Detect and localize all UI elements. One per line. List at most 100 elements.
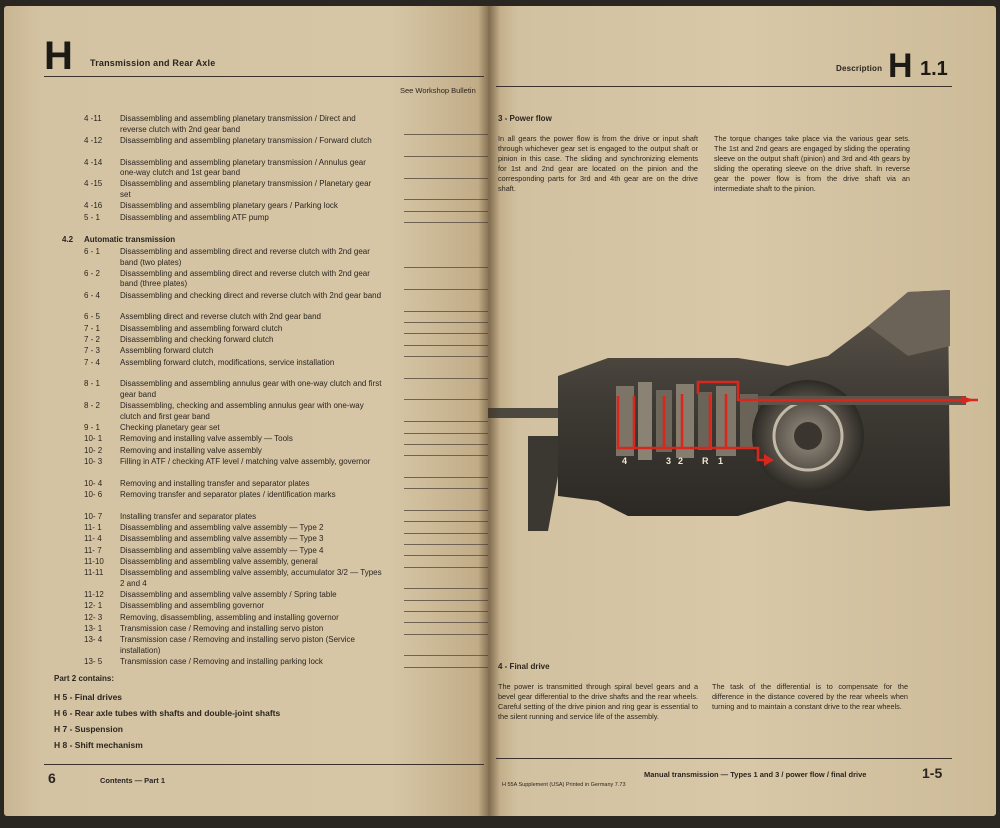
toc-row-title: Checking planetary gear set — [120, 423, 220, 432]
section-42-title: Automatic transmission — [84, 235, 176, 244]
toc-row-number: 4 -12 — [84, 135, 103, 145]
toc-row-title: Assembling direct and reverse clutch wit… — [120, 312, 321, 322]
toc-row-number: 6 - 4 — [84, 290, 101, 300]
case-nose — [868, 290, 950, 356]
part2-title: Part 2 contains: — [54, 674, 115, 683]
bulletin-line — [404, 432, 488, 434]
right-footer-page: 1-5 — [922, 765, 943, 781]
toc-row-number: 6 - 1 — [84, 247, 101, 256]
toc-row: 13- 1 Transmission case / Removing and in… — [84, 624, 384, 635]
bulletin-line — [404, 488, 488, 490]
toc-row-number: 7 - 1 — [84, 323, 101, 333]
bulletin-line — [404, 421, 488, 423]
bulletin-line — [404, 344, 488, 346]
toc-row-number: 13- 1 — [84, 624, 103, 633]
toc-row-number: 11-11 — [84, 568, 104, 578]
power-flow-arrow-out — [764, 454, 774, 466]
bulletin-line — [404, 588, 488, 590]
toc-row-title: Installing transfer and separator plates — [120, 511, 257, 521]
toc-row-title: Removing and installing valve assembly — [120, 445, 262, 455]
left-footer-rule — [44, 764, 484, 765]
bulletin-line — [404, 321, 488, 323]
bulletin-line — [404, 555, 488, 557]
bulletin-line — [404, 655, 488, 657]
toc-row-number: 10- 1 — [84, 434, 103, 444]
bulletin-line — [404, 155, 488, 157]
bulletin-line — [404, 532, 488, 534]
power-flow-path — [616, 380, 978, 462]
toc-row-title: Disassembling and assembling valve assem… — [120, 590, 337, 600]
toc-row-number: 8 - 2 — [84, 401, 101, 411]
differential-hub — [794, 422, 822, 450]
toc-row-number: 11- 4 — [84, 534, 102, 544]
power-flow-text-col1: In all gears the power flow is from the … — [498, 134, 698, 193]
bulletin-line — [404, 222, 488, 223]
toc-row-title: Disassembling and assembling valve assem… — [120, 523, 324, 533]
left-section-title: Transmission and Rear Axle — [90, 58, 216, 68]
part2-item: H 8 - Shift mechanism — [54, 740, 143, 750]
toc-row-number: 5 - 1 — [84, 212, 101, 222]
toc-row-title: Disassembling and assembling valve assem… — [120, 545, 324, 555]
power-flow-arrow-in — [962, 396, 974, 404]
toc-row-number: 9 - 1 — [84, 423, 101, 432]
toc-row-number: 7 - 2 — [84, 335, 101, 344]
bulletin-line — [404, 199, 488, 201]
gear-label-3: 3 — [666, 456, 671, 466]
toc-row: 7 - 2 Disassembling and checking forward … — [84, 335, 384, 346]
toc-row-title: Assembling forward clutch — [120, 346, 214, 356]
toc-row-title: Disassembling and assembling annulus gea… — [120, 379, 382, 399]
toc-row-number: 7 - 4 — [84, 357, 101, 367]
part2-item: H 7 - Suspension — [54, 724, 123, 734]
toc-row-title: Disassembling and assembling ATF pump — [120, 212, 269, 222]
section-42-number: 4.2 — [62, 235, 74, 244]
toc-row-title: Filling in ATF / checking ATF level / ma… — [120, 456, 371, 466]
toc-row-title: Transmission case / Removing and install… — [120, 624, 324, 633]
workshop-bulletin-note: See Workshop Bulletin — [400, 86, 476, 95]
gear-label-2: 2 — [678, 456, 683, 466]
left-footer-label: Contents — Part 1 — [100, 776, 166, 785]
bulletin-line — [404, 566, 488, 568]
toc-row-number: 6 - 2 — [84, 268, 101, 278]
right-header-rule — [496, 86, 952, 87]
toc-row-title: Disassembling and checking forward clutc… — [120, 335, 274, 344]
left-footer-page: 6 — [48, 770, 56, 786]
gear-stack — [616, 382, 758, 460]
right-footer-label: Manual transmission — Types 1 and 3 / po… — [644, 770, 867, 779]
input-shaft — [488, 408, 558, 418]
toc-row-title: Disassembling and checking direct and re… — [120, 290, 382, 300]
right-section-letter: H — [888, 47, 913, 85]
bulletin-line — [404, 543, 488, 545]
power-flow-title: 3 - Power flow — [498, 114, 552, 123]
toc-row-title: Disassembling and assembling planetary t… — [120, 157, 366, 178]
toc-row: 5 - 1 Disassembling and assembling ATF pu… — [84, 213, 384, 224]
toc-row: 6 - 4 Disassembling and checking direct a… — [84, 291, 384, 312]
bulletin-line — [404, 666, 488, 668]
bulletin-line — [404, 267, 488, 268]
toc-row-number: 4 -14 — [84, 157, 103, 167]
gear-label-r: R — [702, 456, 709, 466]
toc-row-title: Removing and installing transfer and sep… — [120, 478, 310, 488]
toc-row-title: Disassembling and assembling planetary g… — [120, 201, 338, 211]
final-drive-text-col1: The power is transmitted through spiral … — [498, 682, 698, 721]
toc-row-title: Disassembling and assembling valve assem… — [120, 557, 318, 566]
